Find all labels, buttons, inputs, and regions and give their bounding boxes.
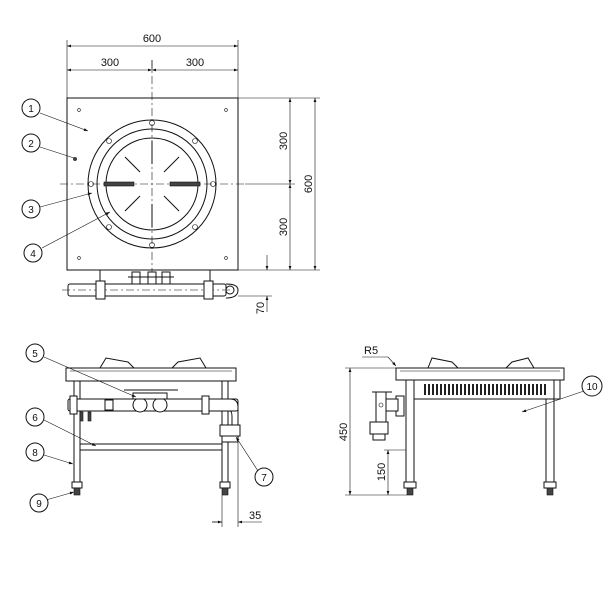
- callout-4: 4: [23, 211, 111, 263]
- callout-2: 2: [21, 133, 77, 161]
- vent-slot: [528, 384, 530, 395]
- vent-slot: [456, 384, 458, 395]
- ring-bolts: [88, 120, 216, 248]
- pot-support-left: [99, 357, 136, 369]
- dim-half-width-right: 300: [186, 57, 204, 69]
- dim-corner-radius: R5: [364, 345, 378, 357]
- dim-overall-height: 450: [338, 423, 350, 441]
- dim-overall-width: 600: [143, 33, 161, 45]
- vent-slot: [488, 384, 490, 395]
- gas-pipe-top: [62, 270, 239, 300]
- vent-slot: [436, 384, 438, 395]
- side-front-panel: [413, 379, 561, 400]
- dim-half-depth-bottom: 300: [278, 218, 290, 236]
- burner-ring-mid: [96, 128, 208, 240]
- pot-support-bars: [103, 141, 201, 227]
- svg-text:2: 2: [28, 139, 34, 150]
- vent-slot: [532, 384, 534, 395]
- vent-slot: [484, 384, 486, 395]
- svg-text:7: 7: [261, 473, 267, 484]
- dimension-overall-height: 450: [338, 367, 407, 496]
- callout-6: 6: [25, 407, 97, 447]
- svg-text:1: 1: [28, 104, 34, 115]
- vent-slot: [472, 384, 474, 395]
- dim-half-depth-top: 300: [278, 132, 290, 150]
- vent-slot: [516, 384, 518, 395]
- burner-ring-outer: [87, 119, 217, 249]
- vent-slot: [508, 384, 510, 395]
- svg-text:8: 8: [32, 448, 38, 459]
- svg-text:10: 10: [586, 382, 598, 393]
- vent-slot: [524, 384, 526, 395]
- vent-slot: [424, 384, 426, 395]
- svg-text:6: 6: [32, 413, 38, 424]
- dim-leg-height: 150: [376, 463, 388, 481]
- vent-slot: [440, 384, 442, 395]
- front-bottom-shelf: [79, 443, 223, 451]
- dimension-leg-height: 150: [376, 449, 406, 495]
- dim-pipe-offset: 70: [255, 302, 267, 314]
- vent-slot: [468, 384, 470, 395]
- side-view: 450 150 R5 10: [338, 345, 603, 496]
- dimension-pipe-clearance: 35: [212, 442, 262, 527]
- vent-slot: [452, 384, 454, 395]
- vent-slots: [424, 384, 546, 395]
- vent-slot: [512, 384, 514, 395]
- svg-text:4: 4: [30, 249, 36, 260]
- vent-slot: [500, 384, 502, 395]
- callout-9: 9: [29, 491, 75, 513]
- svg-text:9: 9: [36, 499, 42, 510]
- vent-slot: [460, 384, 462, 395]
- vent-slot: [464, 384, 466, 395]
- dimension-corner-radius: R5: [362, 345, 397, 367]
- svg-text:3: 3: [28, 205, 34, 216]
- vent-slot: [540, 384, 542, 395]
- callout-7: 7: [235, 436, 274, 487]
- callout-3: 3: [21, 192, 93, 219]
- vent-slot: [444, 384, 446, 395]
- callout-8: 8: [25, 442, 74, 465]
- vent-slot: [492, 384, 494, 395]
- front-top-plate: [65, 367, 237, 382]
- svg-text:5: 5: [32, 349, 38, 360]
- vent-slot: [496, 384, 498, 395]
- dim-pipe-clearance: 35: [249, 510, 261, 522]
- callout-10: 10: [521, 375, 603, 413]
- callout-5: 5: [25, 343, 137, 398]
- vent-slot: [504, 384, 506, 395]
- top-view: 600 300 300 300 300 600 70 1: [21, 33, 320, 314]
- side-top-plate: [395, 367, 565, 381]
- pot-support-right: [170, 357, 207, 369]
- front-view: 35 5 6 7 8 9: [25, 343, 274, 527]
- dimension-pipe-offset: 70: [238, 255, 272, 314]
- vent-slot: [476, 384, 478, 395]
- vent-slot: [536, 384, 538, 395]
- side-pot-support-right: [504, 357, 535, 369]
- dim-half-width-left: 300: [101, 57, 119, 69]
- vent-slot: [544, 384, 546, 395]
- side-pot-support-left: [427, 357, 460, 369]
- vent-slot: [520, 384, 522, 395]
- callout-1: 1: [21, 98, 89, 132]
- panel-screws: [77, 108, 228, 260]
- dimension-top-width: 600 300 300: [66, 33, 239, 98]
- dim-overall-depth: 600: [303, 175, 315, 193]
- vent-slot: [428, 384, 430, 395]
- vent-slot: [432, 384, 434, 395]
- vent-slot: [448, 384, 450, 395]
- dimension-top-depth: 300 300 600: [238, 97, 320, 271]
- vent-slot: [480, 384, 482, 395]
